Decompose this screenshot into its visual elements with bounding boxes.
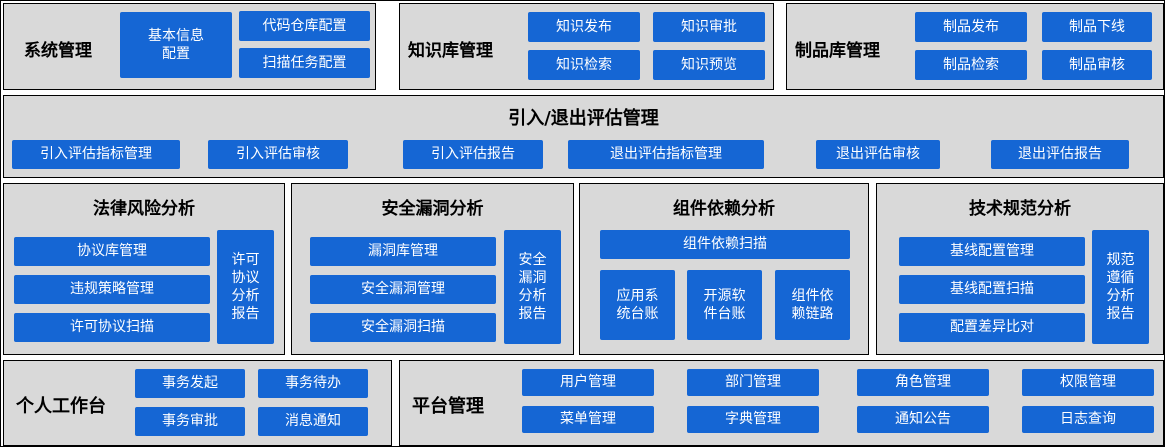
button-baseline-config-scan[interactable]: 基线配置扫描	[899, 275, 1085, 304]
button-exit-eval-metrics[interactable]: 退出评估指标管理	[568, 140, 764, 169]
button-vuln-lib-mgmt[interactable]: 漏洞库管理	[310, 237, 496, 266]
button-menu-mgmt[interactable]: 菜单管理	[522, 406, 654, 433]
panel-title-evaluation: 引入/退出评估管理	[508, 108, 659, 129]
button-message-notice[interactable]: 消息通知	[258, 407, 368, 436]
panel-tech: 技术规范分析 基线配置管理 基线配置扫描 配置差异比对 规范 遵循 分析 报告	[876, 183, 1164, 355]
panel-title-platform: 平台管理	[412, 396, 484, 417]
panel-title-security: 安全漏洞分析	[381, 199, 484, 219]
button-license-analysis-report[interactable]: 许可 协议 分析 报告	[217, 230, 274, 344]
button-protocol-lib-mgmt[interactable]: 协议库管理	[14, 237, 210, 266]
button-notice-announce[interactable]: 通知公告	[857, 406, 989, 433]
panel-title-tech: 技术规范分析	[969, 199, 1071, 219]
button-license-protocol-scan[interactable]: 许可协议扫描	[14, 313, 210, 342]
button-vuln-mgmt[interactable]: 安全漏洞管理	[310, 275, 496, 304]
button-intro-eval-metrics[interactable]: 引入评估指标管理	[12, 140, 180, 169]
button-baseline-config-mgmt[interactable]: 基线配置管理	[899, 237, 1085, 266]
panel-title-knowledge: 知识库管理	[408, 41, 493, 61]
button-intro-eval-review[interactable]: 引入评估审核	[208, 140, 348, 169]
button-exit-eval-report[interactable]: 退出评估报告	[991, 140, 1129, 169]
panel-title-system: 系统管理	[24, 41, 92, 61]
panel-legal: 法律风险分析 协议库管理 违规策略管理 许可协议扫描 许可 协议 分析 报告	[3, 183, 285, 355]
panel-title-personal: 个人工作台	[16, 396, 106, 417]
panel-title-product: 制品库管理	[795, 41, 880, 61]
panel-evaluation: 引入/退出评估管理 引入评估指标管理 引入评估审核 引入评估报告 退出评估指标管…	[3, 95, 1164, 178]
button-knowledge-preview[interactable]: 知识预览	[653, 50, 765, 80]
button-task-initiate[interactable]: 事务发起	[135, 369, 245, 398]
panel-system: 系统管理 基本信息 配置 代码仓库配置 扫描任务配置	[3, 3, 376, 90]
button-vuln-analysis-report[interactable]: 安全 漏洞 分析 报告	[504, 230, 561, 344]
button-user-mgmt[interactable]: 用户管理	[522, 369, 654, 396]
button-vuln-scan[interactable]: 安全漏洞扫描	[310, 313, 496, 342]
panel-security: 安全漏洞分析 漏洞库管理 安全漏洞管理 安全漏洞扫描 安全 漏洞 分析 报告	[291, 183, 574, 355]
button-log-query[interactable]: 日志查询	[1022, 406, 1154, 433]
button-task-approve[interactable]: 事务审批	[135, 407, 245, 436]
panel-knowledge: 知识库管理 知识发布 知识审批 知识检索 知识预览	[399, 3, 774, 90]
button-code-repo-config[interactable]: 代码仓库配置	[239, 11, 370, 41]
button-app-system-ledger[interactable]: 应用系 统台账	[600, 270, 675, 340]
panel-title-component: 组件依赖分析	[673, 199, 775, 219]
button-oss-ledger[interactable]: 开源软 件台账	[687, 270, 762, 340]
button-product-search[interactable]: 制品检索	[915, 50, 1027, 80]
button-dependency-scan[interactable]: 组件依赖扫描	[600, 230, 850, 259]
button-product-review[interactable]: 制品审核	[1042, 50, 1152, 80]
button-role-mgmt[interactable]: 角色管理	[857, 369, 989, 396]
button-basic-info-config[interactable]: 基本信息 配置	[120, 12, 232, 78]
button-product-publish[interactable]: 制品发布	[915, 12, 1027, 42]
button-dict-mgmt[interactable]: 字典管理	[687, 406, 819, 433]
panel-platform: 平台管理 用户管理 部门管理 角色管理 权限管理 菜单管理 字典管理 通知公告 …	[399, 360, 1164, 446]
button-dept-mgmt[interactable]: 部门管理	[687, 369, 819, 396]
button-knowledge-publish[interactable]: 知识发布	[528, 12, 640, 42]
button-product-offline[interactable]: 制品下线	[1042, 12, 1152, 42]
button-knowledge-search[interactable]: 知识检索	[528, 50, 640, 80]
button-permission-mgmt[interactable]: 权限管理	[1022, 369, 1154, 396]
button-violation-policy-mgmt[interactable]: 违规策略管理	[14, 275, 210, 304]
button-config-diff-compare[interactable]: 配置差异比对	[899, 313, 1085, 342]
button-dependency-chain[interactable]: 组件依 赖链路	[775, 270, 850, 340]
button-knowledge-approval[interactable]: 知识审批	[653, 12, 765, 42]
panel-product: 制品库管理 制品发布 制品下线 制品检索 制品审核	[786, 3, 1164, 90]
button-scan-task-config[interactable]: 扫描任务配置	[239, 48, 370, 78]
button-exit-eval-review[interactable]: 退出评估审核	[816, 140, 940, 169]
button-task-todo[interactable]: 事务待办	[258, 369, 368, 398]
button-intro-eval-report[interactable]: 引入评估报告	[403, 140, 543, 169]
button-spec-compliance-report[interactable]: 规范 遵循 分析 报告	[1092, 230, 1149, 344]
panel-personal: 个人工作台 事务发起 事务待办 事务审批 消息通知	[3, 360, 392, 446]
panel-component: 组件依赖分析 组件依赖扫描 应用系 统台账 开源软 件台账 组件依 赖链路	[579, 183, 869, 355]
panel-title-legal: 法律风险分析	[93, 199, 195, 219]
